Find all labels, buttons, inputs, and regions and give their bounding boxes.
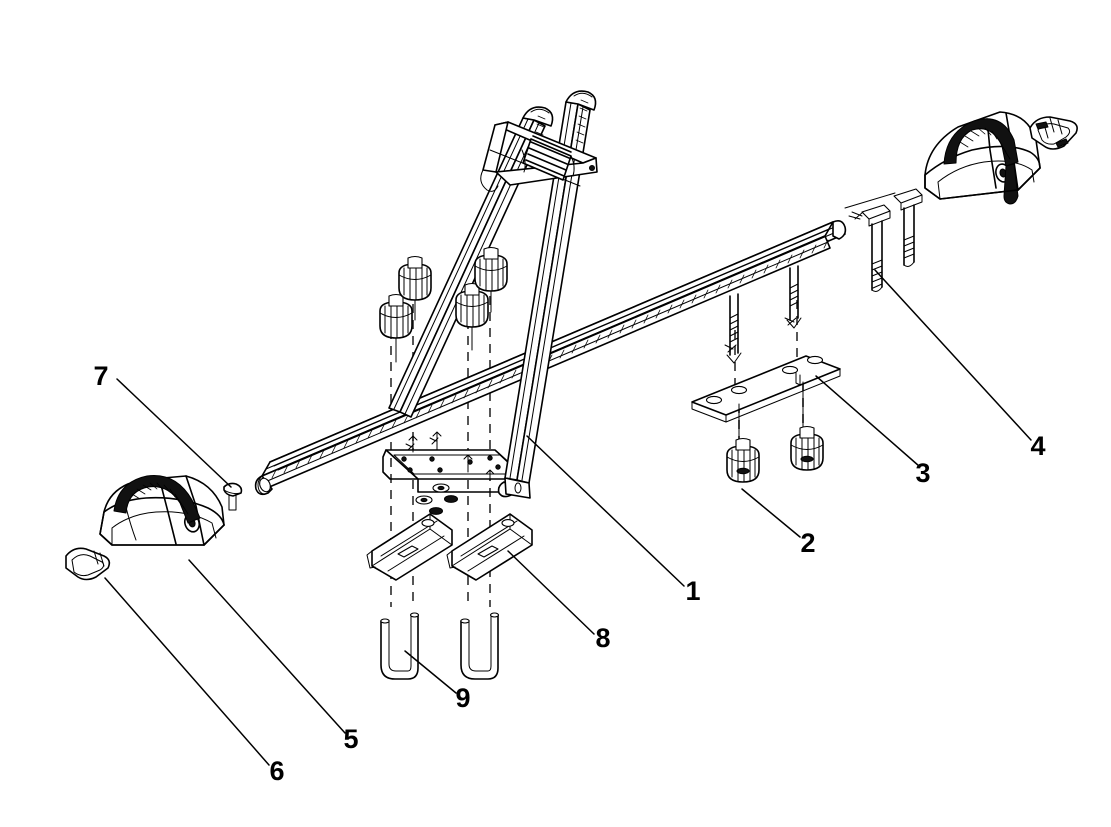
callout-numbers: 1 2 3 4 5 6 7 8 9 [93, 361, 1045, 786]
long-hex-bolt-b [893, 188, 923, 267]
leader-6 [104, 577, 270, 766]
callout-number-2: 2 [800, 528, 815, 558]
callout-number-8: 8 [595, 623, 610, 653]
washers-and-nuts [415, 483, 458, 515]
callout-number-6: 6 [269, 756, 284, 786]
callout-number-4: 4 [1030, 431, 1045, 461]
leader-4 [874, 269, 1032, 441]
fork-arm-upright [388, 90, 598, 499]
knurled-knob-nut-tray-a [379, 293, 413, 363]
leader-1 [526, 435, 685, 587]
foot-cover-clip-right [1029, 116, 1078, 150]
callout-number-3: 3 [915, 458, 930, 488]
long-hex-bolt-a [861, 204, 891, 292]
leader-5 [188, 559, 346, 734]
tray-mounting-bracket-right [446, 513, 533, 581]
short-fixing-bolt [223, 482, 243, 511]
foot-cover-clip [65, 547, 111, 581]
roof-rack-foot-left [99, 475, 225, 546]
knurled-knob-nut-2b [790, 381, 824, 471]
bolt-alignment-mark [844, 192, 896, 220]
leader-9 [404, 650, 457, 694]
callout-number-1: 1 [685, 576, 700, 606]
callout-number-5: 5 [343, 724, 358, 754]
knurled-knob-nut-tray-d [474, 246, 508, 313]
u-bolt-right [460, 612, 500, 680]
clamp-backing-plate [691, 355, 841, 423]
threaded-sleeve [521, 135, 575, 181]
leader-8 [507, 550, 595, 635]
callout-number-9: 9 [455, 683, 470, 713]
tray-base-plate [382, 431, 528, 498]
roof-rack-foot-right [924, 111, 1041, 205]
tray-mounting-bracket-left [366, 513, 453, 581]
u-bolt-left [380, 612, 420, 680]
callout-leaders [104, 269, 1032, 766]
rail-fixing-screw-right [784, 265, 802, 329]
knurled-knob-nut-2a [726, 403, 760, 483]
rail-fixing-screw-left [724, 293, 742, 364]
knurled-knob-nut-tray-b [398, 255, 432, 321]
leader-2 [741, 488, 801, 538]
leader-7 [116, 378, 232, 488]
leader-3 [815, 375, 920, 467]
knurled-knob-nut-tray-c [455, 282, 489, 351]
callout-number-7: 7 [93, 361, 108, 391]
